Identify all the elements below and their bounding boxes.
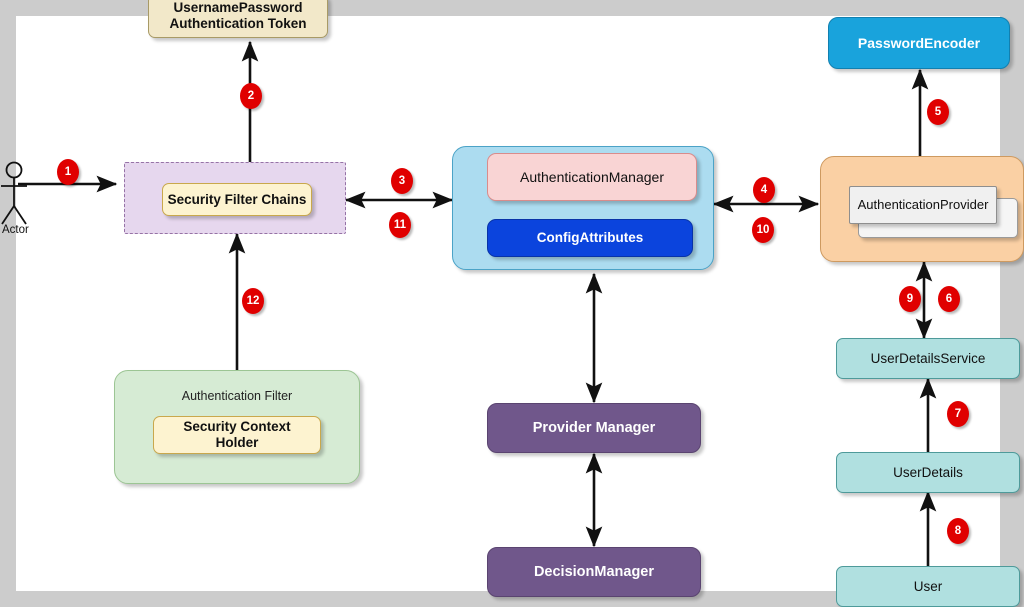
node-user[interactable]: User	[836, 566, 1020, 607]
node-password-encoder[interactable]: PasswordEncoder	[828, 17, 1010, 69]
step-badge-2: 2	[240, 83, 262, 109]
step-badge-3: 3	[391, 168, 413, 194]
node-user-details-service[interactable]: UserDetailsService	[836, 338, 1020, 379]
node-user-details[interactable]: UserDetails	[836, 452, 1020, 493]
step-badge-1: 1	[57, 159, 79, 185]
node-security-context-holder[interactable]: Security Context Holder	[153, 416, 321, 454]
step-badge-9: 9	[899, 286, 921, 312]
actor-label: Actor	[2, 224, 29, 236]
step-badge-12: 12	[242, 288, 264, 314]
step-badge-5: 5	[927, 99, 949, 125]
step-badge-6: 6	[938, 286, 960, 312]
diagram-page	[16, 16, 1000, 591]
step-badge-7: 7	[947, 401, 969, 427]
node-decision-manager[interactable]: DecisionManager	[487, 547, 701, 597]
step-badge-11: 11	[389, 212, 411, 238]
node-authentication-manager[interactable]: AuthenticationManager	[487, 153, 697, 201]
node-provider-manager[interactable]: Provider Manager	[487, 403, 701, 453]
step-badge-8: 8	[947, 518, 969, 544]
node-authentication-provider[interactable]: AuthenticationProvider	[849, 186, 997, 224]
step-badge-10: 10	[752, 217, 774, 243]
node-config-attributes[interactable]: ConfigAttributes	[487, 219, 693, 257]
node-security-filter-chains[interactable]: Security Filter Chains	[162, 183, 312, 216]
node-username-password-authentication-token[interactable]: UsernamePassword Authentication Token	[148, 0, 328, 38]
step-badge-4: 4	[753, 177, 775, 203]
